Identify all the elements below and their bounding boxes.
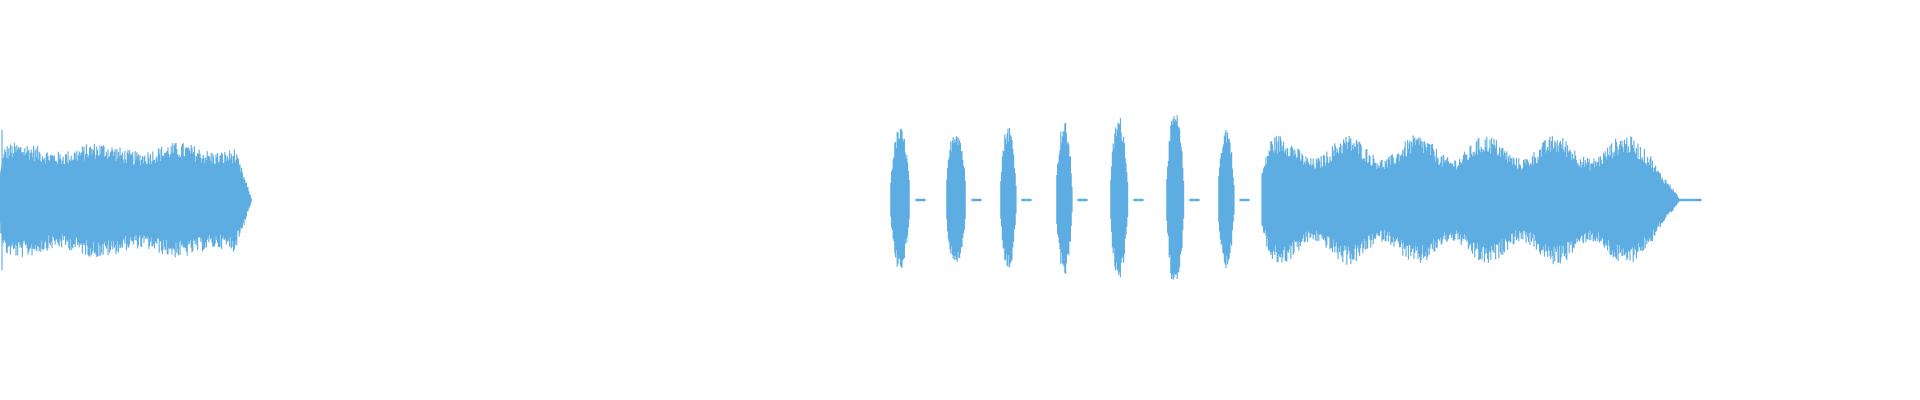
waveform-layer <box>0 115 1702 280</box>
